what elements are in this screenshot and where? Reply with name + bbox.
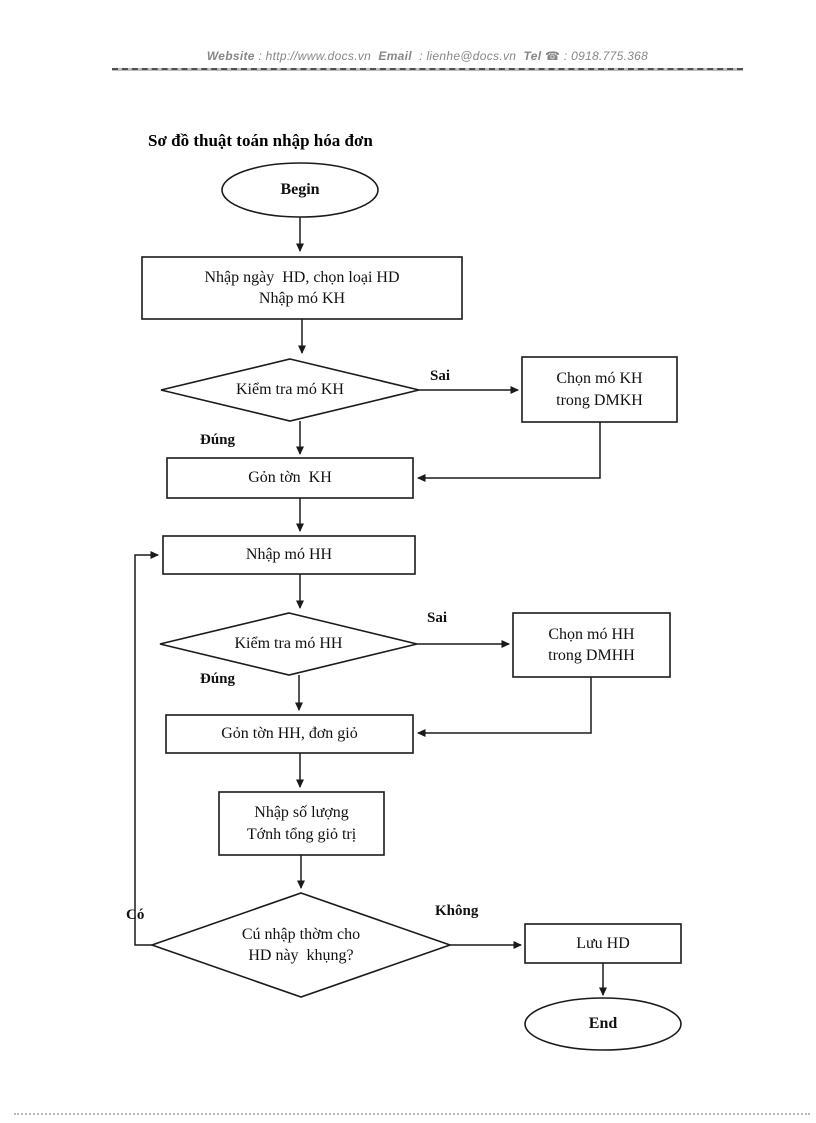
input-hh-box-shape bbox=[162, 535, 416, 575]
email-value: : lienhe@docs.vn bbox=[419, 49, 517, 63]
begin-label: Begin bbox=[280, 181, 320, 199]
more-input-diamond: Cú nhập thờm cho HD này khụng? bbox=[172, 903, 430, 987]
choose-kh-box: Chọn mó KH trong DMKH bbox=[522, 357, 677, 422]
choose-kh-line1: Chọn mó KH bbox=[556, 370, 643, 388]
choose-hh-line1: Chọn mó HH bbox=[548, 625, 635, 643]
choose-kh-box-shape bbox=[521, 356, 678, 423]
header-divider bbox=[112, 68, 743, 71]
quantity-line2: Tớnh tổng giỏ trị bbox=[246, 825, 357, 843]
dung-hh-label: Đúng bbox=[200, 671, 236, 687]
check-hh-diamond: Kiểm tra mó HH bbox=[234, 635, 343, 653]
begin-terminator-shape bbox=[221, 162, 379, 218]
check-kh-diamond-shape bbox=[160, 358, 420, 422]
page-header: Website : http://www.docs.vn Email : lie… bbox=[112, 49, 743, 63]
quantity-line1: Nhập số lượng bbox=[254, 804, 349, 822]
website-url: : http://www.docs.vn bbox=[258, 49, 372, 63]
website-label: Website bbox=[206, 49, 255, 63]
tel-label: Tel bbox=[523, 49, 542, 63]
arrow-dmhh-return bbox=[417, 677, 592, 737]
sai-hh-label: Sai bbox=[427, 610, 448, 626]
input-invoice-line2: Nhập mó KH bbox=[258, 290, 346, 307]
more-input-diamond-shape bbox=[149, 892, 453, 998]
input-invoice-box: Nhập ngày HD, chọn loại HD Nhập mó KH bbox=[142, 257, 462, 319]
arrow-co-loop bbox=[134, 551, 159, 946]
quantity-box-shape bbox=[218, 791, 385, 856]
footer-divider bbox=[14, 1113, 810, 1115]
more-input-line2: HD này khụng? bbox=[248, 947, 354, 964]
check-kh-diamond: Kiểm tra mó KH bbox=[236, 381, 344, 399]
tel-value: : 0918.775.368 bbox=[563, 49, 649, 63]
end-label: End bbox=[588, 1015, 618, 1033]
save-box: Lưu HD bbox=[576, 934, 630, 952]
quantity-box: Nhập số lượng Tớnh tổng giỏ trị bbox=[219, 792, 384, 855]
more-input-line1: Cú nhập thờm cho bbox=[241, 925, 361, 943]
arrow-dmkh-return bbox=[417, 422, 601, 482]
end-terminator-shape bbox=[524, 997, 682, 1051]
sai-kh-label: Sai bbox=[430, 368, 451, 384]
save-box-shape bbox=[524, 923, 682, 964]
get-kh-name-box: Gỏn tờn KH bbox=[248, 469, 332, 487]
khong-label: Không bbox=[435, 903, 479, 919]
get-hh-name-box-shape bbox=[165, 714, 414, 754]
input-hh-box: Nhập mó HH bbox=[245, 546, 333, 564]
input-invoice-box-shape bbox=[141, 256, 463, 320]
email-label: Email bbox=[378, 49, 412, 63]
check-hh-diamond-shape bbox=[159, 612, 418, 676]
choose-hh-box: Chọn mó HH trong DMHH bbox=[513, 613, 670, 677]
phone-icon: ☎ bbox=[544, 49, 561, 63]
dung-kh-label: Đúng bbox=[200, 432, 236, 448]
choose-kh-line2: trong DMKH bbox=[556, 391, 643, 409]
co-label: Có bbox=[126, 907, 145, 923]
get-hh-name-box: Gỏn tờn HH, đơn giỏ bbox=[221, 725, 358, 743]
choose-hh-line2: trong DMHH bbox=[548, 647, 635, 664]
page-title: Sơ đồ thuật toán nhập hóa đơn bbox=[148, 131, 373, 150]
input-invoice-line1: Nhập ngày HD, chọn loại HD bbox=[204, 268, 400, 286]
choose-hh-box-shape bbox=[512, 612, 671, 678]
get-kh-name-box-shape bbox=[166, 457, 414, 499]
